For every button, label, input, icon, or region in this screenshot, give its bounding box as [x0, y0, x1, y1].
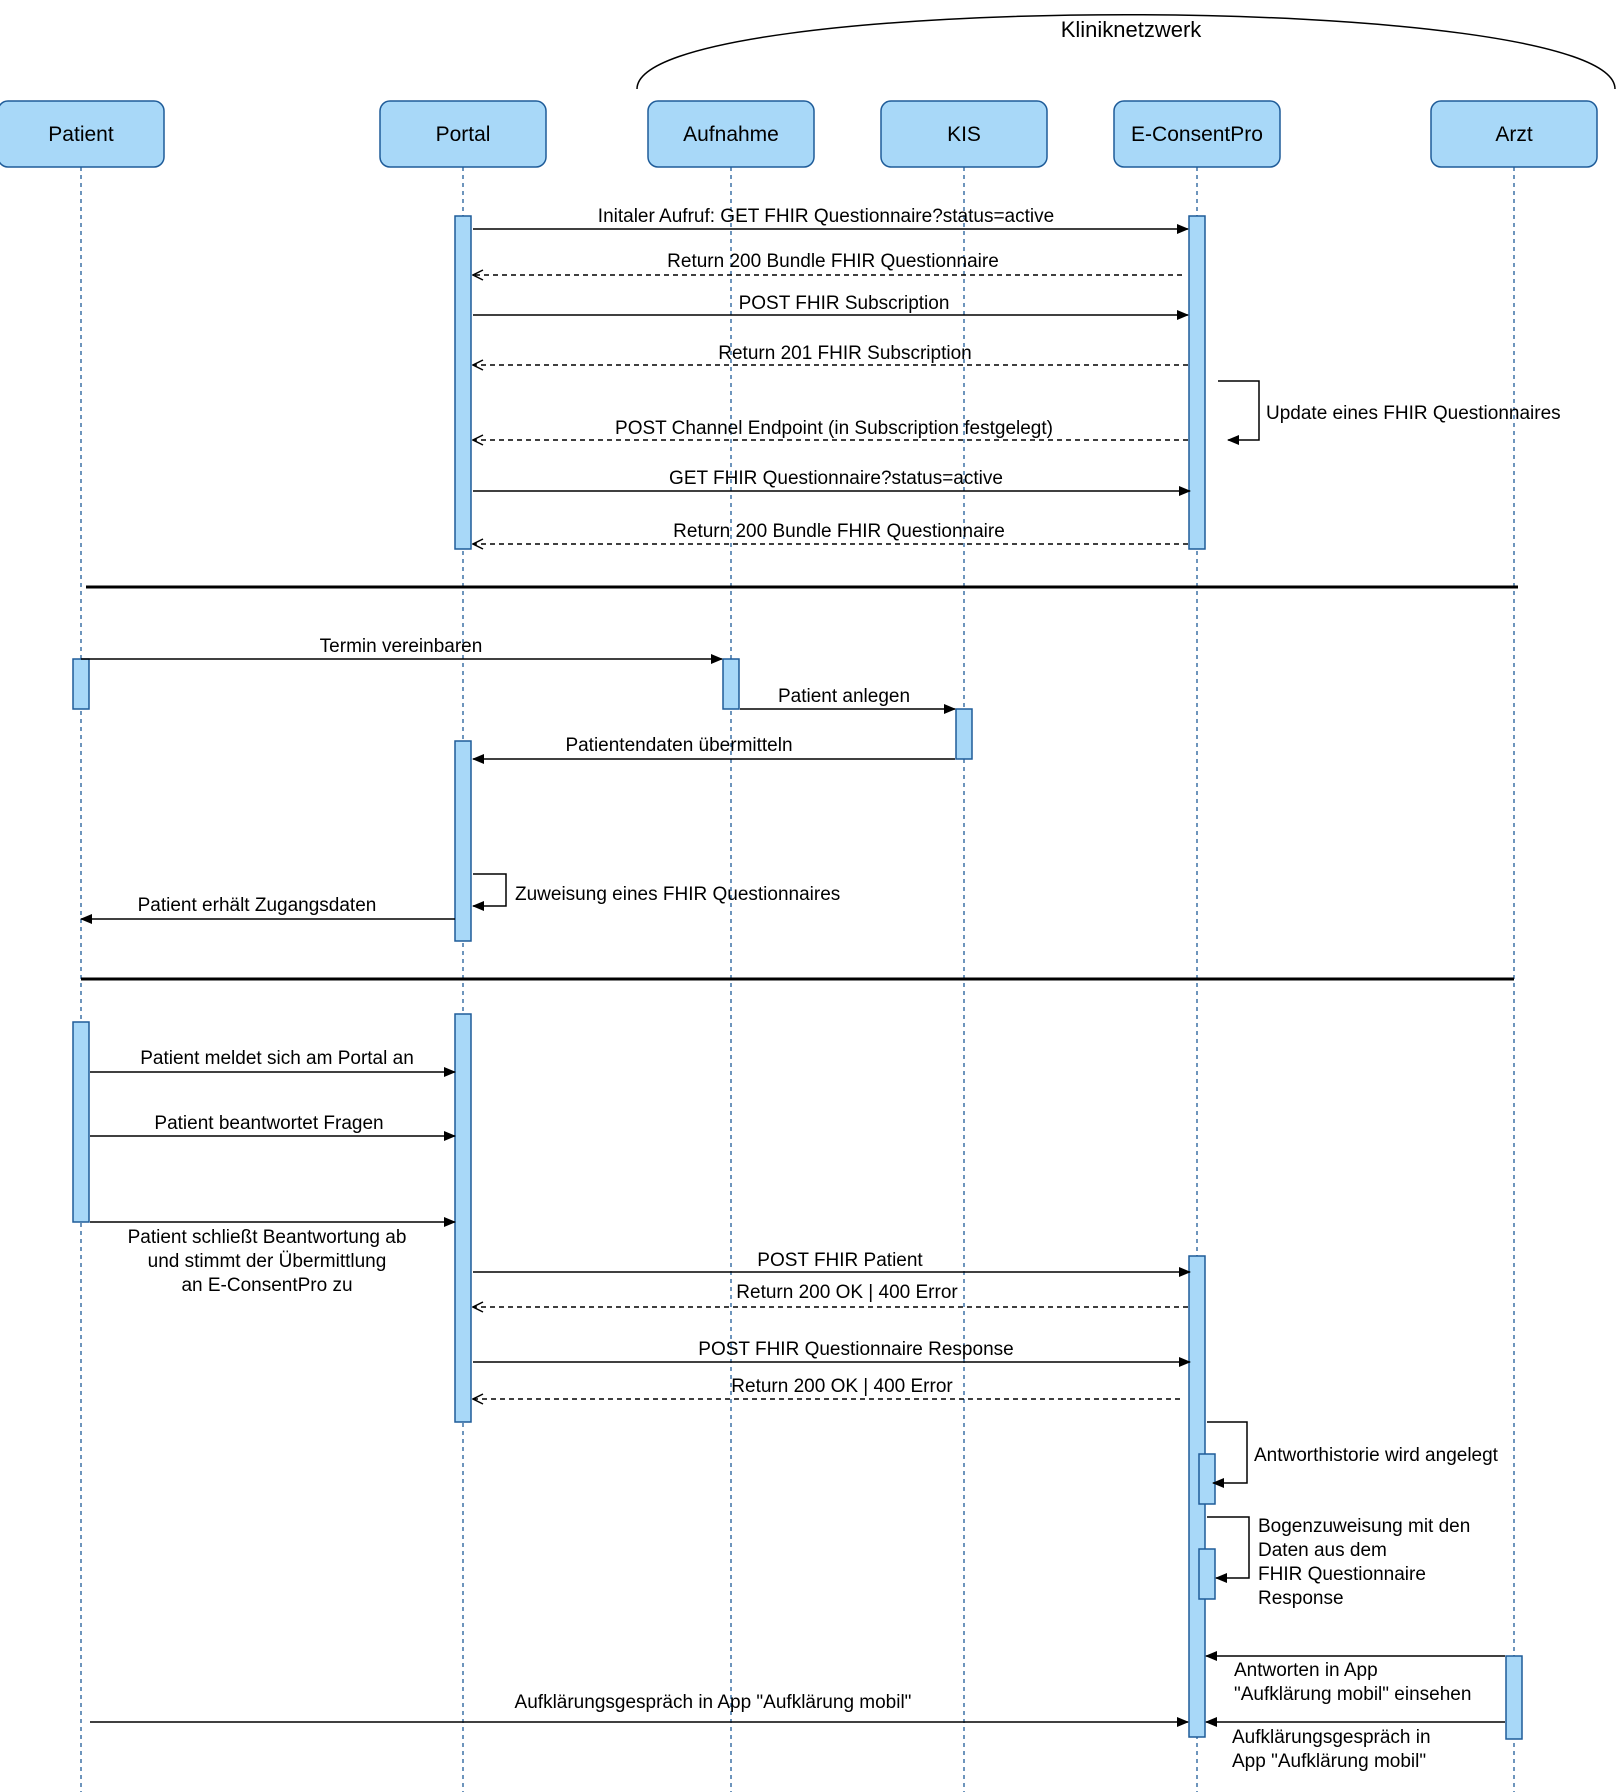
self-message-arrow	[1218, 380, 1260, 445]
message-label: Return 200 Bundle FHIR Questionnaire	[673, 521, 1005, 542]
activation-econsent	[1188, 215, 1206, 550]
self-message-arrow	[1207, 1516, 1250, 1583]
message-label: Patient erhält Zugangsdaten	[138, 895, 377, 916]
message-label: Patient meldet sich am Portal an	[140, 1048, 414, 1069]
activation-kis	[955, 708, 973, 760]
message-label: "Aufklärung mobil" einsehen	[1234, 1684, 1471, 1705]
message: Aufklärungsgespräch in App "Aufklärung m…	[90, 1692, 1189, 1727]
message-label: Antworten in App	[1234, 1660, 1378, 1681]
activation-portal	[454, 215, 472, 550]
message-label: POST FHIR Questionnaire Response	[698, 1339, 1013, 1360]
participant-box	[379, 100, 547, 168]
participant-aufnahme[interactable]: Aufnahme	[647, 100, 815, 168]
message-label: App "Aufklärung mobil"	[1232, 1751, 1426, 1772]
message-label: Patient beantwortet Fragen	[154, 1113, 383, 1134]
message: Antworten in App "Aufklärung mobil" einse…	[1205, 1651, 1505, 1705]
message: Update eines FHIR Questionnaires	[1218, 380, 1561, 445]
participant-label: Arzt	[1495, 123, 1533, 146]
participant-box	[1113, 100, 1281, 168]
message: Patient meldet sich am Portal an	[90, 1048, 456, 1077]
message-label: Return 200 OK | 400 Error	[736, 1282, 958, 1303]
message: Return 200 Bundle FHIR Questionnaire	[473, 521, 1188, 544]
message: Patient schließt Beantwortung ab und stim…	[90, 1217, 456, 1296]
activation-aufnahme	[722, 658, 740, 710]
message: Patient erhält Zugangsdaten	[80, 895, 455, 924]
message: POST FHIR Patient	[473, 1250, 1191, 1277]
participant-label: E-ConsentPro	[1131, 123, 1263, 146]
message: Initaler Aufruf: GET FHIR Questionnaire?…	[473, 206, 1189, 234]
message: Patientendaten übermitteln	[472, 735, 955, 764]
self-message-arrow	[1207, 1421, 1248, 1488]
messages: Initaler Aufruf: GET FHIR Questionnaire?…	[80, 206, 1561, 1772]
activation-patient	[72, 658, 90, 710]
participants: Patient Portal Aufnahme KIS E-ConsentPro Arzt	[0, 100, 1598, 168]
participant-patient[interactable]: Patient	[0, 100, 165, 168]
participant-label: Patient	[48, 123, 114, 146]
self-message-arrow	[472, 873, 507, 911]
participant-kis[interactable]: KIS	[880, 100, 1048, 168]
message: GET FHIR Questionnaire?status=active	[473, 468, 1191, 496]
message: Return 200 Bundle FHIR Questionnaire	[473, 251, 1182, 275]
message-label: POST FHIR Subscription	[739, 293, 950, 314]
message-label: Initaler Aufruf: GET FHIR Questionnaire?…	[598, 206, 1054, 227]
message-label: Antworthistorie wird angelegt	[1254, 1445, 1499, 1466]
message-label: und stimmt der Übermittlung	[148, 1251, 387, 1272]
message-label: Patientendaten übermitteln	[565, 735, 792, 756]
group-arc	[636, 14, 1616, 90]
participant-label: Aufnahme	[683, 123, 779, 146]
message-label: Patient anlegen	[778, 686, 910, 707]
activation-econsent	[1198, 1453, 1216, 1505]
activation-arzt	[1505, 1655, 1523, 1740]
message-label: GET FHIR Questionnaire?status=active	[669, 468, 1003, 489]
participant-box	[647, 100, 815, 168]
message: POST FHIR Subscription	[473, 293, 1189, 320]
message-label: Bogenzuweisung mit den	[1258, 1516, 1470, 1537]
participant-label: KIS	[947, 123, 981, 146]
message: Return 200 OK | 400 Error	[473, 1282, 1188, 1307]
message: Return 200 OK | 400 Error	[473, 1376, 1180, 1399]
message-label: POST FHIR Patient	[757, 1250, 923, 1271]
activation-portal	[454, 740, 472, 942]
message: Termin vereinbaren	[81, 636, 723, 664]
message-label: Patient schließt Beantwortung ab	[128, 1227, 407, 1248]
group-label: Kliniknetzwerk	[1061, 17, 1203, 42]
activation-econsent	[1198, 1548, 1216, 1600]
message: Aufklärungsgespräch in App "Aufklärung mo…	[1205, 1717, 1505, 1772]
message-label: Response	[1258, 1588, 1344, 1609]
message: Return 201 FHIR Subscription	[473, 343, 1188, 365]
message-label: an E-ConsentPro zu	[181, 1275, 352, 1296]
message-label: Aufklärungsgespräch in App "Aufklärung m…	[515, 1692, 912, 1713]
activations	[72, 215, 1523, 1740]
participant-arzt[interactable]: Arzt	[1430, 100, 1598, 168]
participant-box	[0, 100, 165, 168]
message-label: Zuweisung eines FHIR Questionnaires	[515, 884, 840, 905]
message-label: Termin vereinbaren	[320, 636, 483, 657]
participant-box	[1430, 100, 1598, 168]
message: POST FHIR Questionnaire Response	[473, 1339, 1191, 1367]
message: Patient beantwortet Fragen	[90, 1113, 456, 1141]
participant-portal[interactable]: Portal	[379, 100, 547, 168]
activation-patient	[72, 1021, 90, 1223]
message: Zuweisung eines FHIR Questionnaires	[472, 873, 840, 911]
message-label: Return 200 Bundle FHIR Questionnaire	[667, 251, 999, 272]
message-label: Aufklärungsgespräch in	[1232, 1727, 1431, 1748]
message-label: POST Channel Endpoint (in Subscription f…	[615, 418, 1053, 439]
separators	[81, 585, 1518, 981]
message-label: Return 201 FHIR Subscription	[718, 343, 971, 364]
participant-econsent[interactable]: E-ConsentPro	[1113, 100, 1281, 168]
participant-label: Portal	[436, 123, 491, 146]
message-label: Return 200 OK | 400 Error	[731, 1376, 953, 1397]
message: Patient anlegen	[740, 686, 956, 714]
message-label: FHIR Questionnaire	[1258, 1564, 1426, 1585]
message-label: Update eines FHIR Questionnaires	[1266, 403, 1561, 424]
message-label: Daten aus dem	[1258, 1540, 1387, 1561]
message: POST Channel Endpoint (in Subscription f…	[473, 418, 1188, 440]
participant-box	[880, 100, 1048, 168]
message: Antworthistorie wird angelegt	[1207, 1421, 1499, 1488]
activation-portal	[454, 1013, 472, 1423]
